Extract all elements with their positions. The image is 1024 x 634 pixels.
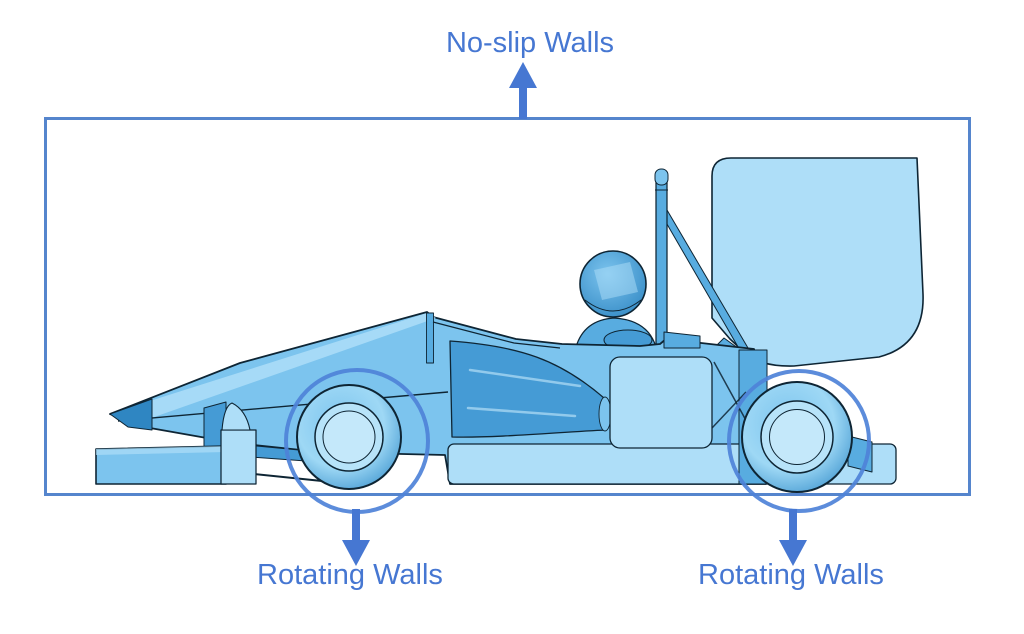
driver	[575, 250, 657, 351]
rotating-walls-right-label: Rotating Walls	[698, 559, 884, 591]
front-wheel	[296, 384, 402, 490]
nose-tip	[109, 398, 153, 431]
front-wing-endplate	[220, 429, 257, 485]
rear-wheel-highlight-circle	[727, 369, 871, 513]
roll-hoop-cap	[654, 168, 669, 186]
front-wing	[95, 401, 257, 485]
rear-wheel	[741, 381, 853, 493]
roll-hoop	[654, 168, 749, 353]
cone-nozzle	[598, 396, 612, 432]
cone-highlight-1	[468, 368, 582, 388]
roll-hoop-tube	[655, 175, 668, 349]
rotating-arrow-right-icon	[779, 509, 807, 566]
helmet-visor-highlight	[594, 262, 638, 300]
front-hub	[322, 410, 376, 464]
rotating-walls-left-label: Rotating Walls	[257, 559, 443, 591]
helmet-rim-line	[584, 299, 642, 312]
nose-top-highlight	[112, 313, 436, 422]
race-car-illustration	[95, 157, 924, 493]
rear-wing	[711, 157, 924, 367]
simulation-domain-border	[44, 117, 971, 496]
front-wing-top-face	[96, 446, 226, 455]
rotating-arrow-left-icon	[342, 509, 370, 566]
cone-highlight-2	[466, 406, 577, 418]
side-panel	[609, 356, 713, 449]
rear-hub	[769, 409, 825, 465]
cowl-crease	[432, 321, 561, 349]
no-slip-arrow-icon	[509, 62, 537, 119]
rear-suspension-rod-1	[713, 361, 749, 425]
front-wing-fin	[221, 402, 251, 431]
headrest-block	[663, 331, 701, 349]
cockpit-strip	[426, 312, 434, 364]
no-slip-walls-label: No-slip Walls	[445, 27, 615, 59]
nose-side-crease	[117, 391, 449, 422]
rear-suspension-rod-2	[711, 391, 747, 429]
